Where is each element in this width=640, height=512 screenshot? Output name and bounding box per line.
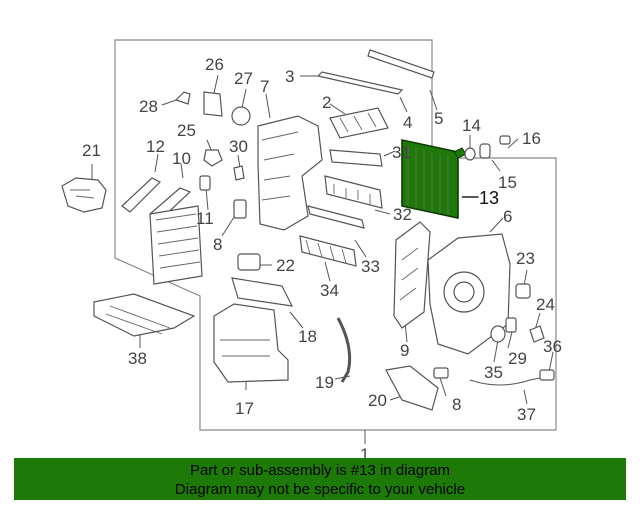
callout-20: 20 [368,391,387,410]
callout-27: 27 [234,69,253,88]
callout-9: 9 [400,341,409,360]
callout-30: 30 [229,137,248,156]
callout-33: 33 [361,257,380,276]
callout-23: 23 [516,249,535,268]
callout-1: 1 [360,445,369,458]
callout-6: 6 [503,207,512,226]
callout-36: 36 [543,337,562,356]
callout-15: 15 [498,173,517,192]
callout-37: 37 [517,405,536,424]
callout-8b: 8 [452,395,461,414]
callout-26: 26 [205,55,224,74]
callout-7: 7 [260,77,269,96]
callout-labels: 1 2 3 4 5 6 7 8 8 9 10 11 12 13 14 15 16… [82,55,562,458]
callout-16: 16 [522,129,541,148]
callout-18: 18 [298,327,317,346]
callout-4: 4 [403,113,412,132]
callout-11: 11 [196,209,214,228]
info-banner: Part or sub-assembly is #13 in diagram D… [14,458,626,500]
callout-38: 38 [128,349,147,368]
callout-21: 21 [82,141,101,160]
callout-25: 25 [177,121,196,140]
callout-3: 3 [285,67,294,86]
callout-17: 17 [235,399,254,418]
banner-line-1: Part or sub-assembly is #13 in diagram [189,462,451,479]
callout-8a: 8 [213,235,222,254]
callout-19: 19 [315,373,334,392]
callout-22: 22 [276,256,295,275]
callout-28: 28 [139,97,158,116]
callout-13: 13 [479,188,499,208]
banner-line-2: Diagram may not be specific to your vehi… [174,481,466,498]
callout-31: 31 [392,143,411,162]
leader-lines [91,74,554,444]
callout-12: 12 [146,137,165,156]
callout-2: 2 [322,93,331,112]
callout-10: 10 [172,149,191,168]
callout-32: 32 [393,205,412,224]
callout-5: 5 [434,109,443,128]
callout-14: 14 [462,116,481,135]
callout-29: 29 [508,349,527,368]
parts-diagram: 1 2 3 4 5 6 7 8 8 9 10 11 12 13 14 15 16… [61,39,562,458]
callout-34: 34 [320,281,339,300]
callout-24: 24 [536,295,555,314]
callout-35: 35 [484,363,503,382]
part-shapes [61,49,555,411]
